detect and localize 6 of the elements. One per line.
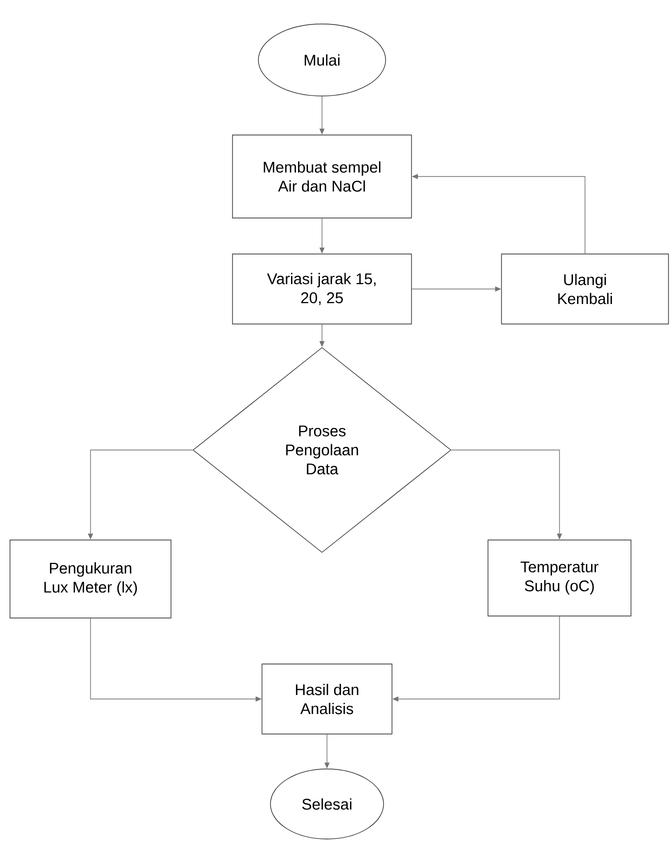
process-box: Ulangi Kembali <box>501 254 669 324</box>
process-box: Pengukuran Lux Meter (lx) <box>10 540 172 618</box>
process-box: Membuat sempel Air dan NaCl <box>232 134 412 218</box>
process-box: Variasi jarak 15, 20, 25 <box>232 254 412 324</box>
process-box: Temperatur Suhu (oC) <box>488 540 632 616</box>
process-box: Hasil dan Analisis <box>262 664 392 734</box>
